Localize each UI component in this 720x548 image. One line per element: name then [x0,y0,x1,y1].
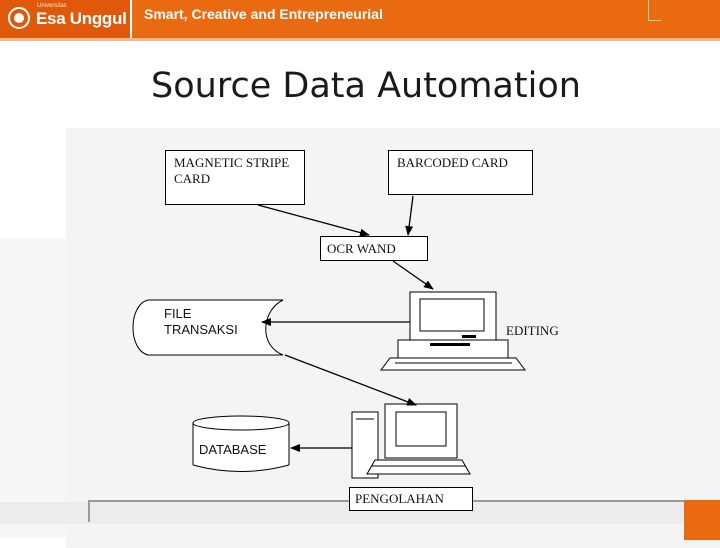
footer-accent [684,500,720,540]
magnetic-stripe-card-box: MAGNETIC STRIPE CARD [165,150,305,205]
ocr-wand-box: OCR WAND [320,236,428,261]
slide-title: Source Data Automation [151,66,581,106]
arrow-ocr-to-editing [392,260,434,290]
logo-caption: Universitas [37,3,67,9]
file-transaksi-cylinder-icon [132,299,284,356]
editing-label: EDITING [506,323,559,338]
logo-text: Esa Unggul [36,9,127,28]
barcoded-card-box: BARCODED CARD [388,150,533,195]
header-rule [0,38,720,41]
background-side [0,238,66,538]
tagline: Smart, Creative and Entrepreneurial [144,6,383,22]
logo-icon [8,7,30,29]
database-label: DATABASE [199,442,267,457]
editing-computer-icon [380,291,526,371]
logo: Universitas Esa Unggul [0,0,132,38]
file-transaksi-label: FILE TRANSAKSI [164,306,238,337]
footer-bar [0,502,720,524]
arrow-barcode-to-ocr [405,195,414,236]
database-cylinder-icon [192,415,290,472]
header-bar: Universitas Esa Unggul Smart, Creative a… [0,0,720,38]
header-frame [648,0,661,21]
pengolahan-box: PENGOLAHAN [349,487,473,511]
arrow-file-to-pengolahan [284,354,417,406]
pengolahan-computer-icon [351,403,471,479]
arrow-magnetic-to-ocr [257,204,370,237]
